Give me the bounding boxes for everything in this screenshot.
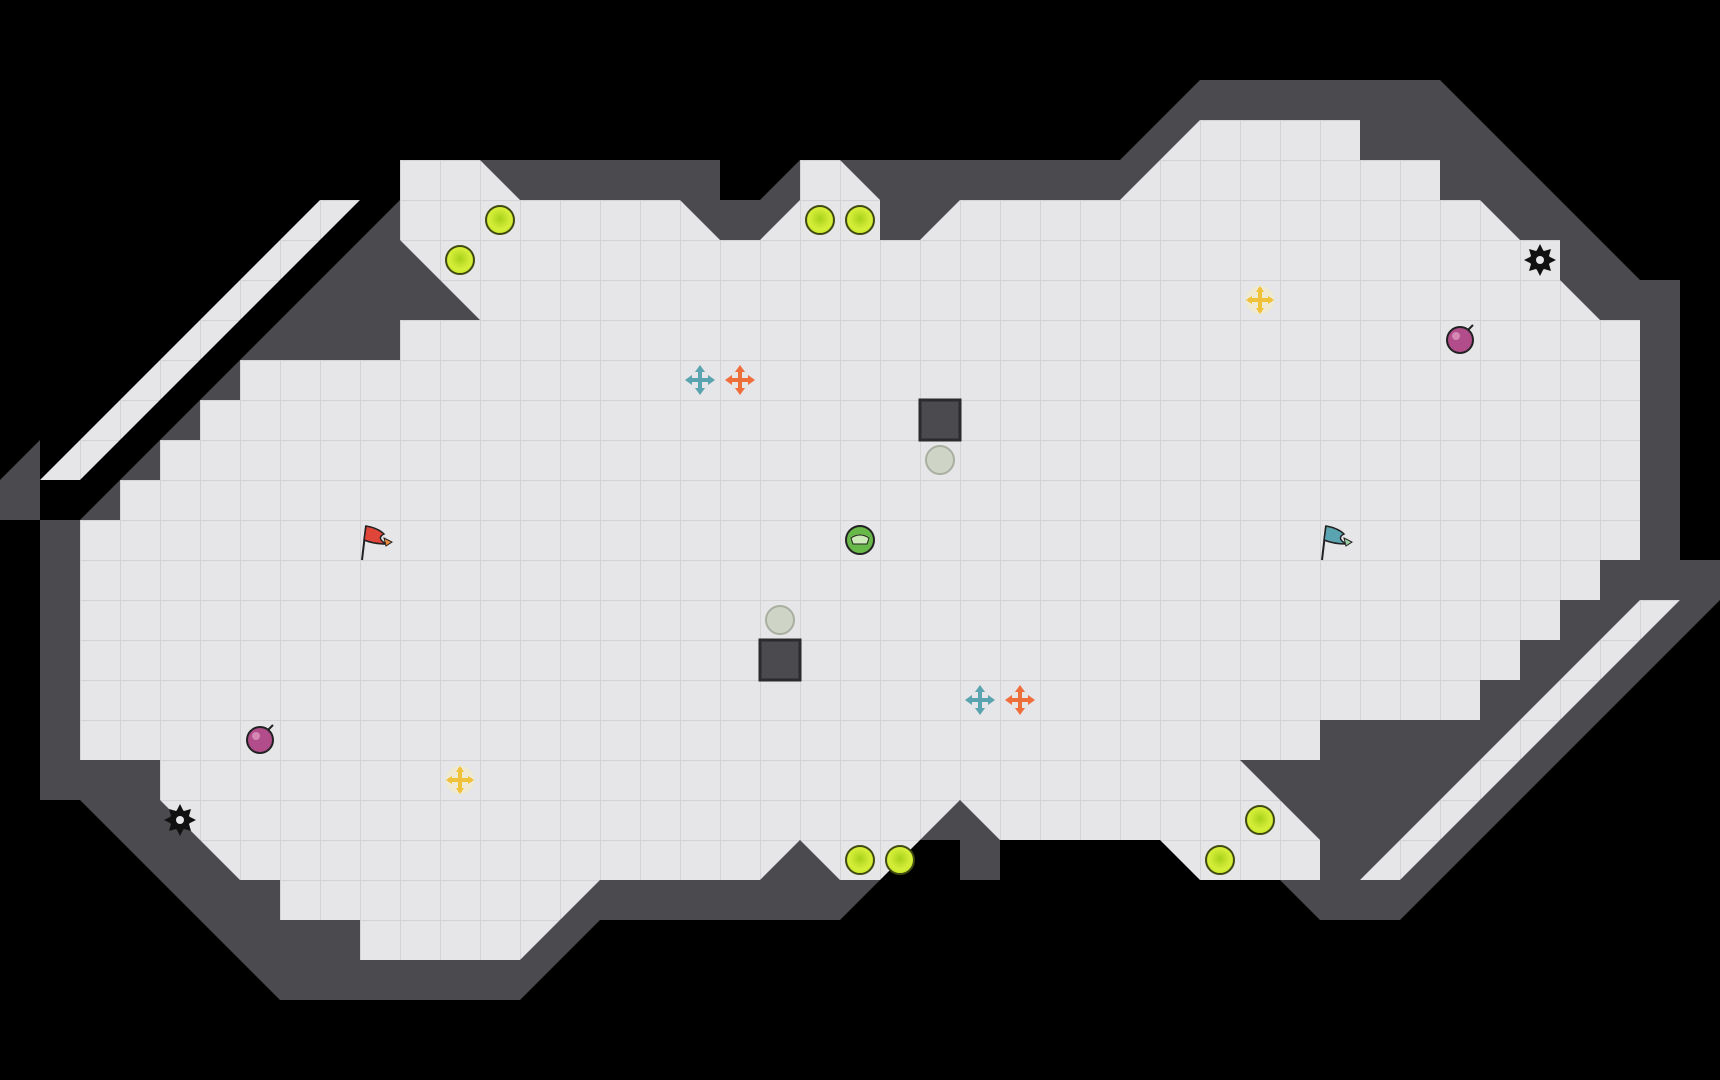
powerup-red-bottom[interactable]: [1005, 685, 1035, 715]
boost-6[interactable]: [885, 845, 915, 875]
powerup-yellow-bottom[interactable]: [446, 766, 474, 794]
boost-1[interactable]: [485, 205, 515, 235]
boost-5[interactable]: [845, 845, 875, 875]
red-flag-icon[interactable]: [361, 525, 393, 561]
left-corridor[interactable]: [40, 200, 360, 480]
boost-4[interactable]: [845, 205, 875, 235]
center-block-top: [918, 398, 962, 442]
spike-bottom-left: [164, 804, 196, 836]
spike-top-right: [1524, 244, 1556, 276]
blue-flag-icon[interactable]: [1321, 525, 1353, 561]
right-corridor[interactable]: [1360, 600, 1680, 880]
boost-3[interactable]: [805, 205, 835, 235]
powerup-red-top[interactable]: [725, 365, 755, 395]
boost-2[interactable]: [445, 245, 475, 275]
powerup-yellow-top[interactable]: [1246, 286, 1274, 314]
center-block-bottom: [758, 638, 802, 682]
bomb-top-right[interactable]: [1446, 324, 1474, 354]
bomb-bottom-left[interactable]: [246, 724, 274, 754]
powerup-blue-top[interactable]: [685, 365, 715, 395]
powerup-blue-bottom[interactable]: [965, 685, 995, 715]
gate-top: [925, 445, 955, 475]
boost-8[interactable]: [1245, 805, 1275, 835]
gate-bottom: [765, 605, 795, 635]
player-ball-icon[interactable]: [845, 525, 875, 555]
boost-pads[interactable]: [445, 205, 1275, 875]
boost-7[interactable]: [1205, 845, 1235, 875]
